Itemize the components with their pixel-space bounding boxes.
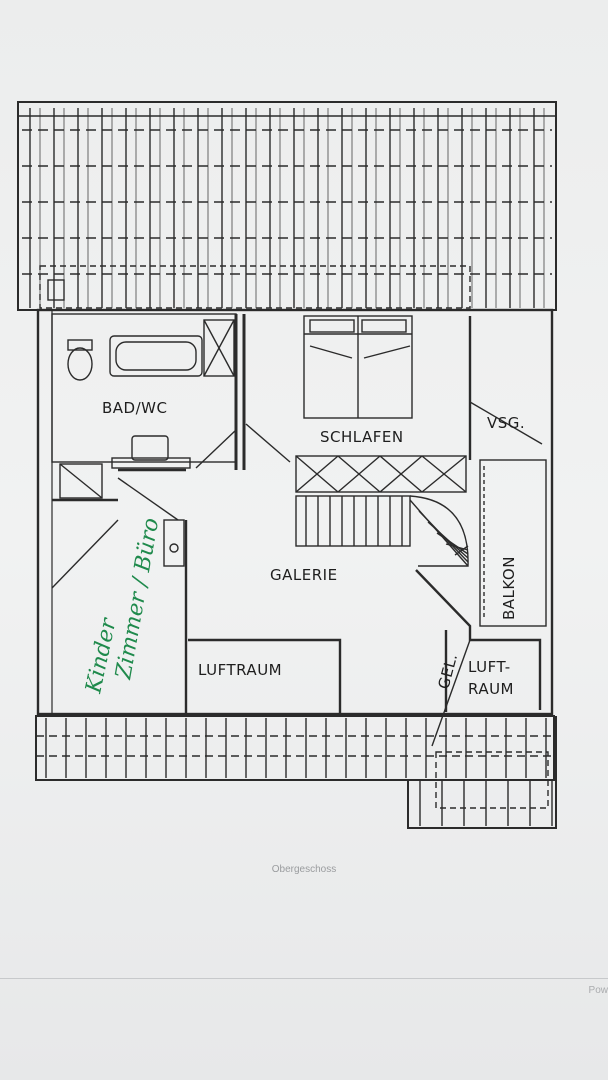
washbasin: [131, 435, 169, 461]
roof-dashes-top: [22, 129, 552, 275]
page-divider: [0, 978, 608, 979]
balcony: [479, 459, 547, 627]
staircase: [295, 495, 469, 567]
label-bad-wc: BAD/WC: [102, 399, 167, 417]
roof-band-top: [17, 101, 557, 311]
roof-rafters-bottom: [36, 718, 554, 778]
shower: [59, 463, 103, 499]
bathroom: [51, 313, 237, 499]
handwritten-zimmer-buero: Zimmer / Büro: [111, 516, 164, 682]
railing: [295, 455, 467, 493]
bedroom: [303, 315, 472, 460]
label-luftraum-right-1: LUFT-: [468, 658, 511, 676]
label-luftraum-right-2: RAUM: [468, 680, 514, 698]
label-galerie: GALERIE: [270, 566, 338, 584]
plan-caption: Obergeschoss: [271, 864, 337, 875]
bathtub: [109, 335, 203, 377]
roof-band-bottom: [35, 715, 555, 781]
chimney: [163, 519, 185, 567]
toilet: [67, 347, 93, 381]
label-balkon: BALKON: [500, 556, 518, 620]
roof-rafters-top: [29, 108, 545, 308]
label-luftraum-main: LUFTRAUM: [198, 661, 282, 679]
label-vsg: VSG.: [487, 414, 525, 432]
outer-wall: [36, 308, 554, 716]
footer-text: Pow: [588, 985, 608, 996]
label-schlafen: SCHLAFEN: [320, 428, 404, 446]
label-gel: GEL.: [434, 651, 461, 691]
